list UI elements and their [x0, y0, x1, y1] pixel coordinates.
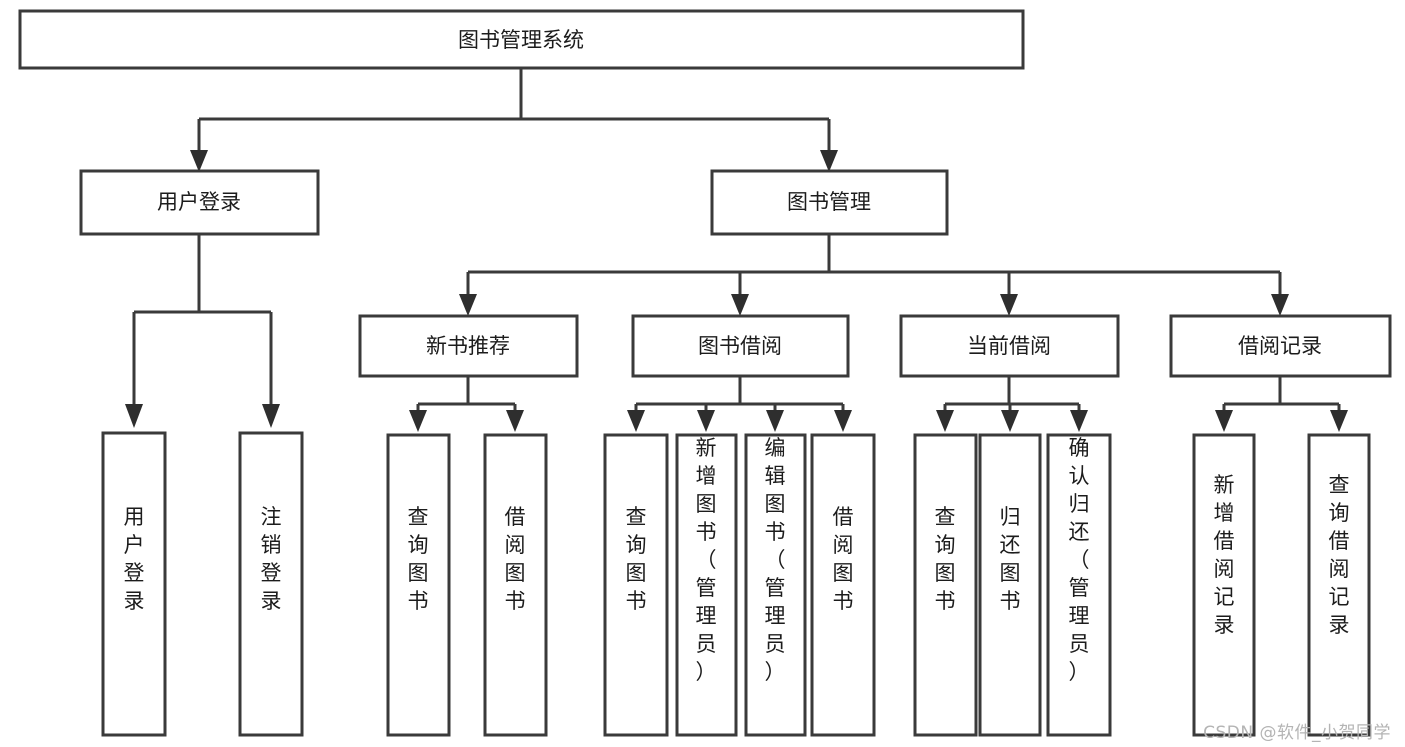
- leaf-cb-query-box[interactable]: [913, 433, 978, 737]
- leaf-cb-return-box[interactable]: [978, 433, 1042, 737]
- arrowhead-nb-leaf2: [506, 410, 524, 432]
- node-root-label: 图书管理系统: [458, 28, 584, 52]
- node-book-management-box[interactable]: [710, 169, 949, 236]
- leaf-bb-add-box[interactable]: [675, 433, 738, 737]
- leaf-bb-query[interactable]: 查询图书: [603, 433, 669, 737]
- leaf-cb-query-label: 查询图书: [935, 505, 956, 613]
- leaf-cb-confirm-box[interactable]: [1046, 433, 1112, 737]
- node-user-login-box[interactable]: [79, 169, 320, 236]
- arrowhead-cb-leaf1: [936, 410, 954, 432]
- node-book-borrow-box[interactable]: [631, 314, 850, 378]
- leaf-br-add[interactable]: 新增借阅记录: [1192, 433, 1256, 737]
- leaf-br-query-label: 查询借阅记录: [1329, 473, 1350, 637]
- leaf-user-login-logout-box[interactable]: [238, 431, 304, 737]
- node-new-book-recommend-box[interactable]: [358, 314, 579, 378]
- arrowhead-new-book: [459, 294, 477, 316]
- arrowhead-bb-leaf1: [627, 410, 645, 432]
- leaf-new-book-query-box[interactable]: [386, 433, 451, 737]
- leaf-br-add-label: 新增借阅记录: [1214, 473, 1235, 637]
- arrowhead-leaf-logout: [262, 404, 280, 428]
- arrowhead-cb-leaf2: [1001, 410, 1019, 432]
- arrowhead-book-mgmt: [820, 150, 838, 172]
- node-user-login[interactable]: 用户登录: [79, 169, 320, 236]
- leaf-cb-return[interactable]: 归还图书: [978, 433, 1042, 737]
- node-borrow-record[interactable]: 借阅记录: [1169, 314, 1392, 378]
- arrowhead-bb-leaf2: [697, 410, 715, 432]
- node-new-book-recommend-label: 新书推荐: [426, 334, 510, 358]
- leaf-user-login-login[interactable]: 用户登录: [101, 431, 167, 737]
- node-book-management-label: 图书管理: [787, 190, 871, 214]
- node-book-management[interactable]: 图书管理: [710, 169, 949, 236]
- node-borrow-record-label: 借阅记录: [1238, 334, 1322, 358]
- arrowhead-book-borrow: [731, 294, 749, 316]
- connector-layer: [125, 68, 1348, 432]
- arrowhead-borrow-record: [1271, 294, 1289, 316]
- node-book-borrow-label: 图书借阅: [698, 334, 782, 358]
- node-current-borrow-box[interactable]: [899, 314, 1120, 378]
- node-user-login-label: 用户登录: [157, 190, 241, 214]
- arrowhead-current-borrow: [1000, 294, 1018, 316]
- leaf-user-login-login-label: 用户登录: [124, 505, 145, 613]
- leaf-bb-borrow-box[interactable]: [810, 433, 876, 737]
- arrowhead-bb-leaf4: [834, 410, 852, 432]
- leaf-new-book-query-label: 查询图书: [408, 505, 429, 613]
- leaf-cb-return-label: 归还图书: [1000, 505, 1021, 613]
- node-root[interactable]: 图书管理系统: [18, 9, 1025, 70]
- node-new-book-recommend[interactable]: 新书推荐: [358, 314, 579, 378]
- leaf-cb-confirm-label: 确认归还（管理员）: [1069, 436, 1090, 684]
- leaf-bb-add[interactable]: 新增图书（管理员）: [675, 433, 738, 737]
- arrowhead-br-leaf2: [1330, 410, 1348, 432]
- leaf-bb-edit-box[interactable]: [744, 433, 807, 737]
- leaf-user-login-logout[interactable]: 注销登录: [238, 431, 304, 737]
- leaf-bb-borrow[interactable]: 借阅图书: [810, 433, 876, 737]
- arrowhead-cb-leaf3: [1070, 410, 1088, 432]
- leaf-br-query-box[interactable]: [1307, 433, 1371, 737]
- leaf-bb-query-box[interactable]: [603, 433, 669, 737]
- leaf-user-login-logout-label: 注销登录: [261, 505, 282, 613]
- arrowhead-bb-leaf3: [766, 410, 784, 432]
- leaf-bb-edit[interactable]: 编辑图书（管理员）: [744, 433, 807, 737]
- node-current-borrow-label: 当前借阅: [967, 334, 1051, 358]
- arrowhead-br-leaf1: [1215, 410, 1233, 432]
- leaf-bb-add-label: 新增图书（管理员）: [696, 436, 717, 684]
- leaf-new-book-borrow-box[interactable]: [483, 433, 548, 737]
- leaf-br-add-box[interactable]: [1192, 433, 1256, 737]
- leaf-new-book-borrow-label: 借阅图书: [505, 505, 526, 613]
- leaf-br-query[interactable]: 查询借阅记录: [1307, 433, 1371, 737]
- arrowhead-user-login: [190, 150, 208, 172]
- arrowhead-nb-leaf1: [409, 410, 427, 432]
- node-current-borrow[interactable]: 当前借阅: [899, 314, 1120, 378]
- leaf-new-book-borrow[interactable]: 借阅图书: [483, 433, 548, 737]
- node-root-box[interactable]: [18, 9, 1025, 70]
- arrowhead-leaf-user-login: [125, 404, 143, 428]
- leaf-cb-query[interactable]: 查询图书: [913, 433, 978, 737]
- leaf-bb-query-label: 查询图书: [626, 505, 647, 613]
- leaf-user-login-login-box[interactable]: [101, 431, 167, 737]
- leaf-cb-confirm[interactable]: 确认归还（管理员）: [1046, 433, 1112, 737]
- node-borrow-record-box[interactable]: [1169, 314, 1392, 378]
- leaf-bb-borrow-label: 借阅图书: [833, 505, 854, 613]
- leaf-bb-edit-label: 编辑图书（管理员）: [765, 436, 786, 684]
- leaf-new-book-query[interactable]: 查询图书: [386, 433, 451, 737]
- csdn-watermark: CSDN @软件_小贺同学: [1203, 723, 1391, 743]
- node-book-borrow[interactable]: 图书借阅: [631, 314, 850, 378]
